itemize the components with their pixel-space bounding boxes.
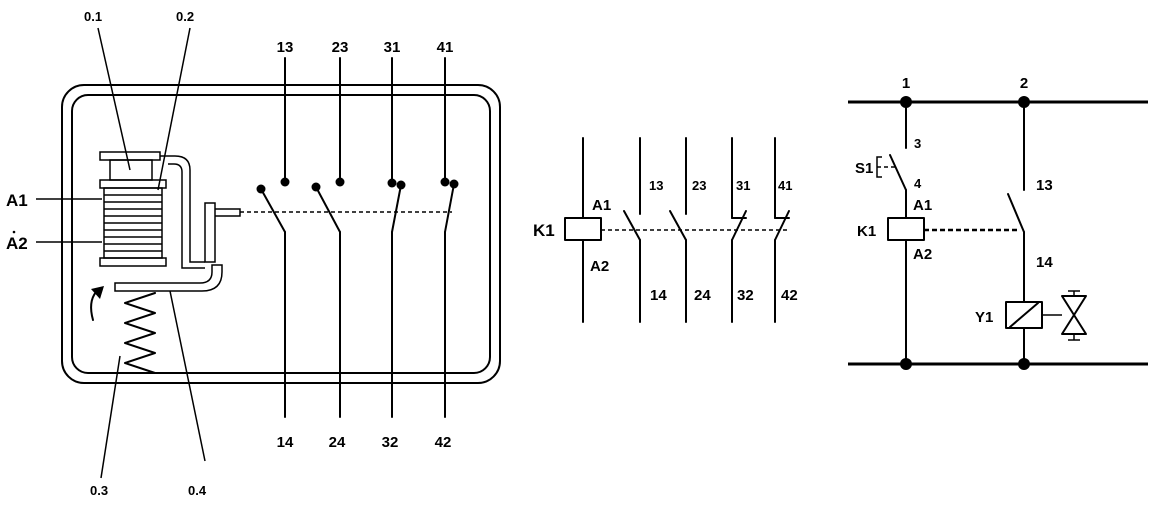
mechanical-contactor: 0.1 0.2 0.3 0.4 A1 A2 13 23 31 41 14 24 … (6, 9, 501, 498)
leader-0.3 (100, 355, 121, 479)
schematic-top-terminal: 13 (649, 178, 663, 193)
schematic-top-terminal: 41 (778, 178, 792, 193)
return-spring (124, 292, 156, 374)
schematic-coil (564, 217, 602, 241)
part-label-0.3: 0.3 (90, 483, 108, 498)
top-terminal: 41 (437, 39, 454, 56)
top-terminal: 31 (384, 39, 401, 56)
schematic-coil-a1: A1 (592, 197, 611, 214)
mechanical-contacts (240, 57, 459, 418)
k1-coil-a2: A2 (913, 246, 932, 263)
housing-inner (71, 94, 491, 374)
schematic-coil-a2: A2 (590, 258, 609, 275)
part-label-0.4: 0.4 (188, 483, 207, 498)
contact-top: 13 (1036, 177, 1053, 194)
rotation-arrow-head (91, 286, 104, 299)
s1-terminal-top: 3 (914, 136, 921, 151)
rotation-arrow (90, 291, 97, 321)
valve-icon (1061, 295, 1087, 335)
solenoid-coil (99, 151, 167, 267)
bottom-terminal: 24 (329, 434, 346, 451)
armature (114, 264, 223, 292)
armature-lever (204, 202, 241, 263)
leader-0.2 (157, 27, 191, 191)
rail-label-1: 1 (902, 75, 910, 92)
rail-label-2: 2 (1020, 75, 1028, 92)
yoke (160, 155, 205, 269)
top-terminal: 13 (277, 39, 294, 56)
leader-0.1 (97, 27, 131, 171)
contactor-schematic: K1 A1 A2 13 23 31 41 14 24 32 42 (533, 137, 798, 323)
part-label-0.2: 0.2 (176, 9, 194, 24)
coil-terminal-a1: A1 (6, 191, 28, 210)
k1-coil-name: K1 (857, 223, 876, 240)
top-terminal: 23 (332, 39, 349, 56)
housing-outer (61, 84, 501, 384)
y1-label: Y1 (975, 309, 993, 326)
bottom-terminal: 32 (382, 434, 399, 451)
contact-bottom: 14 (1036, 254, 1053, 271)
schematic-bottom-terminal: 32 (737, 287, 754, 304)
schematic-bottom-terminal: 14 (650, 287, 667, 304)
k1-coil (887, 217, 925, 241)
k1-coil-a1: A1 (913, 197, 932, 214)
schematic-top-terminal: 31 (736, 178, 750, 193)
bottom-terminal: 42 (435, 434, 452, 451)
a2-mark (12, 230, 16, 234)
schematic-bottom-terminal: 42 (781, 287, 798, 304)
control-circuit: 1 2 S1 3 4 K1 A1 A2 13 14 Y1 (848, 75, 1148, 370)
s1-label: S1 (855, 160, 873, 177)
schematic-top-terminal: 23 (692, 178, 706, 193)
bottom-terminal: 14 (277, 434, 294, 451)
coil-terminal-a2: A2 (6, 234, 28, 253)
s1-switch-blade (889, 154, 907, 191)
s1-terminal-bottom: 4 (914, 176, 922, 191)
part-label-0.1: 0.1 (84, 9, 102, 24)
schematic-bottom-terminal: 24 (694, 287, 711, 304)
leader-0.4 (169, 290, 206, 462)
schematic-coil-name: K1 (533, 221, 555, 240)
k1-contact-blade (1007, 193, 1025, 233)
